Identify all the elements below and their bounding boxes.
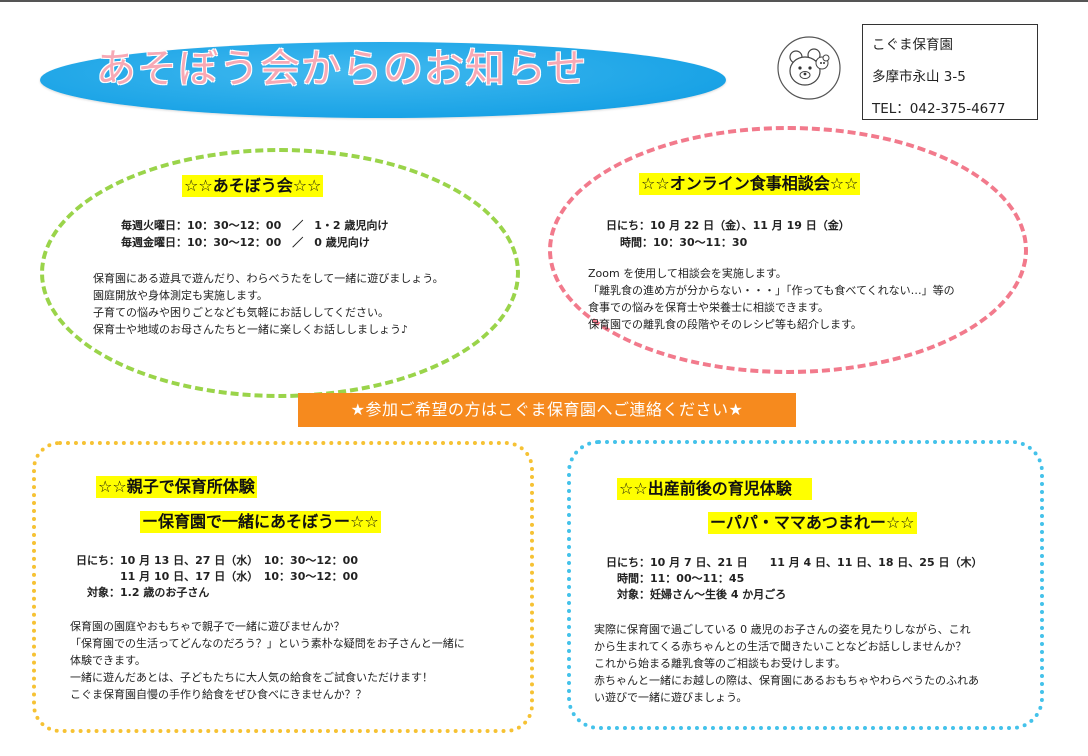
- shussan-schedule-2: 時間：11：00〜11：45: [606, 572, 745, 585]
- shussan-schedule-1: 日にち：10 月 7 日、21 日 11 月 4 日、11 日、18 日、25 …: [606, 556, 983, 569]
- asobokai-body-3: 子育ての悩みや困りごとなども気軽にお話ししてください。: [93, 306, 390, 319]
- asobokai-schedule-2: 毎週金曜日：10：30〜12：00 ／ 0 歳児向け: [121, 236, 370, 249]
- nursery-address: 多摩市永山 3-5: [872, 69, 966, 85]
- online-body-1: Zoom を使用して相談会を実施します。: [588, 267, 787, 280]
- online-schedule-1: 日にち：10 月 22 日（金）、11 月 19 日（金）: [606, 219, 850, 232]
- asobokai-frame: [40, 148, 520, 398]
- oyako-schedule-1: 日にち：10 月 13 日、27 日（水） 10：30〜12：00: [76, 554, 358, 567]
- asobokai-heading: ☆☆あそぼう会☆☆: [182, 175, 324, 197]
- oyako-schedule-3: 対象：1.2 歳のお子さん: [76, 586, 210, 599]
- online-body-3: 食事での悩みを保育士や栄養士に相談できます。: [588, 301, 829, 314]
- page-title: あそぼう会からのお知らせ: [96, 46, 588, 92]
- contact-banner: ★参加ご希望の方はこぐま保育園へご連絡ください★: [298, 393, 796, 427]
- asobokai-schedule-1: 毎週火曜日：10：30〜12：00 ／ 1・2 歳児向け: [121, 219, 389, 232]
- shussan-body-3: これから始まる離乳食等のご相談もお受けします。: [594, 657, 846, 670]
- oyako-body-3: 体験できます。: [70, 654, 146, 667]
- oyako-frame: [32, 441, 534, 733]
- shussan-body-5: い遊びで一緒に遊びましょう。: [594, 691, 748, 704]
- shussan-frame: [567, 440, 1044, 730]
- asobokai-body-4: 保育士や地域のお母さんたちと一緒に楽しくお話ししましょう♪: [93, 323, 409, 336]
- shussan-body-4: 赤ちゃんと一緒にお越しの際は、保育園にあるおもちゃやわらべうたのふれあ: [594, 674, 979, 687]
- contact-box: こぐま保育園 多摩市永山 3-5 TEL：042-375-4677: [862, 24, 1038, 120]
- title-oval: [40, 42, 726, 118]
- shussan-schedule-3: 対象：妊婦さん〜生後 4 か月ごろ: [606, 588, 787, 601]
- online-frame: [548, 126, 1028, 374]
- oyako-body-5: こぐま保育園自慢の手作り給食をぜひ食べにきませんか？？: [70, 688, 367, 701]
- shussan-heading-2: ーパパ・ママあつまれー☆☆: [708, 512, 917, 534]
- oyako-schedule-2: 11 月 10 日、17 日（水） 10：30〜12：00: [76, 570, 358, 583]
- shussan-heading-1: ☆☆出産前後の育児体験: [617, 478, 812, 500]
- online-schedule-2: 時間：10：30〜11：30: [620, 236, 748, 249]
- shussan-body-1: 実際に保育園で過ごしている 0 歳児のお子さんの姿を見たりしながら、これ: [594, 623, 971, 636]
- top-divider: [0, 0, 1088, 2]
- oyako-body-4: 一緒に遊んだあとは、子どもたちに大人気の給食をご試食いただけます！: [70, 671, 433, 684]
- nursery-tel: TEL：042-375-4677: [872, 101, 1006, 117]
- oyako-body-1: 保育園の園庭やおもちゃで親子で一緒に遊びませんか？: [70, 620, 345, 633]
- oyako-body-2: 「保育園での生活ってどんなのだろう？」という素朴な疑問をお子さんと一緒に: [70, 637, 465, 650]
- bear-logo-icon: [777, 36, 841, 100]
- oyako-heading-2: ー保育園で一緒にあそぼうー☆☆: [140, 511, 381, 533]
- shussan-body-2: から生まれてくる赤ちゃんとの生活で聞きたいことなどお話ししませんか？: [594, 640, 967, 653]
- asobokai-body-1: 保育園にある遊具で遊んだり、わらべうたをして一緒に遊びましょう。: [93, 272, 444, 285]
- oyako-heading-1: ☆☆親子で保育所体験: [96, 476, 257, 498]
- asobokai-body-2: 園庭開放や身体測定も実施します。: [93, 289, 268, 302]
- online-heading: ☆☆オンライン食事相談会☆☆: [639, 173, 861, 195]
- nursery-name: こぐま保育園: [872, 37, 953, 53]
- online-body-4: 保育園での離乳食の段階やそのレシピ等も紹介します。: [588, 318, 862, 331]
- online-body-2: 「離乳食の進め方が分からない・・・」「作っても食べてくれない…」等の: [588, 284, 955, 297]
